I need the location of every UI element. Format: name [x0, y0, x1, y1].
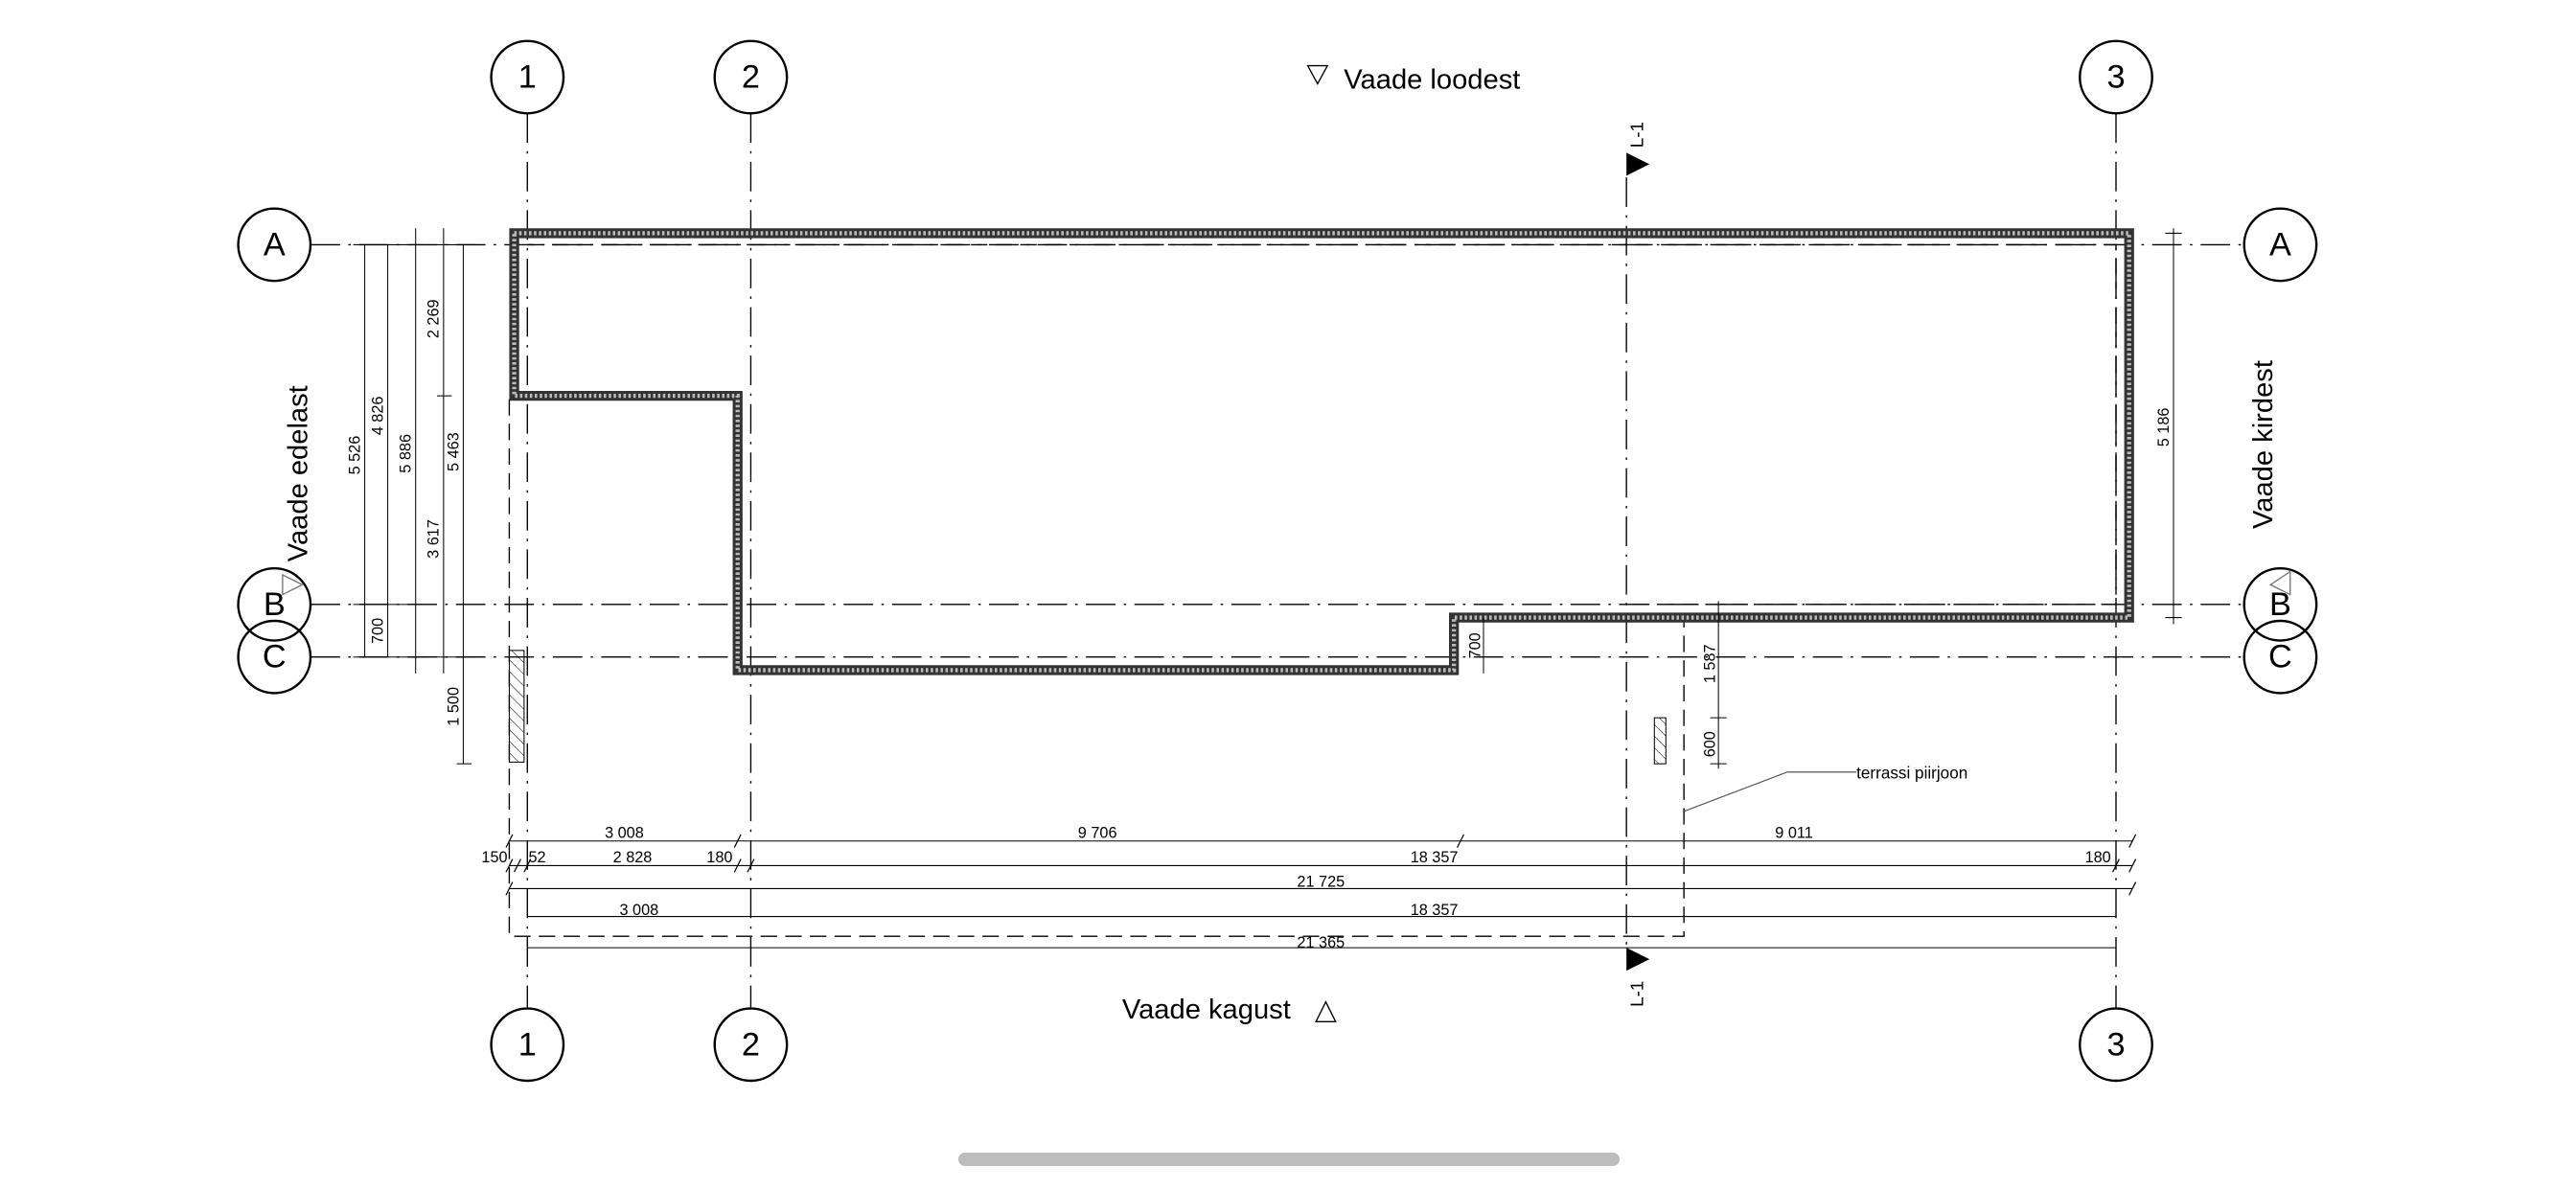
dim-label: 180	[706, 849, 732, 866]
svg-text:B: B	[264, 586, 286, 623]
grid-bubble-3-top[interactable]: 3	[2079, 39, 2153, 115]
vertical-dimensions-left: 5 526 4 826 700 5 886 2 269 3 617 5 463 …	[346, 228, 477, 765]
annotation-terrace-line: terrassi piirjoon	[1856, 764, 1967, 783]
dim-label: 3 008	[605, 824, 644, 841]
svg-text:1: 1	[518, 1026, 537, 1063]
section-arrow-top-icon	[1626, 152, 1650, 176]
grid-bubble-a-left[interactable]: A	[237, 207, 312, 283]
grid-bubble-2-bottom[interactable]: 2	[713, 1007, 789, 1083]
svg-text:1: 1	[518, 59, 537, 96]
grid-bubble-c-right[interactable]: C	[2242, 619, 2318, 695]
grid-bubble-b-right[interactable]: B	[2242, 566, 2318, 642]
dim-label: 700	[369, 618, 386, 644]
dim-label: 3 008	[619, 902, 658, 919]
grid-bubble-a-right[interactable]: A	[2242, 207, 2318, 283]
dim-label: 5 186	[2155, 408, 2173, 447]
view-triangle-icon	[1315, 1000, 1337, 1022]
view-label-bottom: Vaade kagust	[1122, 995, 1291, 1025]
svg-text:B: B	[2269, 586, 2291, 623]
horizontal-scrollbar[interactable]	[958, 1153, 1620, 1166]
dim-label: 5 526	[346, 436, 363, 475]
svg-text:A: A	[2269, 226, 2291, 263]
grid-bubble-1-top[interactable]: 1	[490, 39, 565, 115]
annotation-leader	[1683, 771, 1857, 812]
dim-label: 1 500	[445, 687, 462, 726]
dim-label: 180	[2085, 849, 2111, 866]
svg-text:2: 2	[742, 59, 760, 96]
grid-bubble-2-top[interactable]: 2	[713, 39, 789, 115]
dim-label: 18 357	[1411, 902, 1459, 919]
wall-fill	[512, 231, 2131, 673]
terrace-outline	[508, 399, 1685, 937]
dim-label: 9 706	[1078, 824, 1117, 841]
view-triangle-icon	[2268, 570, 2291, 596]
view-triangle-icon	[1306, 64, 1329, 85]
section-dimensions: 700 1 587 600	[1467, 601, 1727, 769]
view-label-top: Vaade loodest	[1344, 65, 1520, 96]
dim-label: 700	[1467, 632, 1484, 658]
svg-text:2: 2	[742, 1026, 760, 1063]
grid-lines	[310, 113, 2244, 1009]
dim-label: 21 365	[1297, 934, 1345, 951]
dim-label: 18 357	[1411, 849, 1459, 866]
grid-bubble-b-left[interactable]: B	[237, 566, 312, 642]
dim-label: 9 011	[1775, 824, 1813, 841]
view-label-left: Vaade edelast	[284, 385, 314, 561]
dim-label: 4 826	[369, 397, 386, 436]
hatched-post-right	[1653, 717, 1667, 765]
dim-label: 150	[481, 849, 507, 866]
dim-label: 2 828	[613, 849, 653, 866]
dim-label: 52	[529, 849, 546, 866]
horizontal-dimensions: 3 008 9 706 9 011 150 52 2 828 180 18 35…	[481, 824, 2137, 951]
svg-text:A: A	[264, 226, 286, 263]
grid-bubble-3-bottom[interactable]: 3	[2079, 1007, 2153, 1083]
dim-label: 2 269	[426, 299, 443, 338]
section-label-bottom: L-1	[1626, 981, 1646, 1007]
svg-text:3: 3	[2106, 59, 2125, 96]
dim-label: 5 886	[398, 434, 415, 473]
svg-text:C: C	[2268, 639, 2292, 675]
dim-label: 21 725	[1297, 874, 1345, 891]
view-label-right: Vaade kirdest	[2248, 360, 2279, 529]
wall-axis-line	[527, 243, 2117, 606]
svg-text:3: 3	[2106, 1026, 2125, 1063]
section-arrow-bottom-icon	[1626, 948, 1650, 972]
svg-text:C: C	[263, 639, 287, 675]
view-triangle-icon	[282, 573, 304, 596]
dim-label: 5 463	[445, 432, 462, 471]
dim-label: 3 617	[426, 519, 443, 559]
grid-bubble-1-bottom[interactable]: 1	[490, 1007, 565, 1083]
vertical-dimension-right: 5 186	[2155, 228, 2182, 625]
section-label-top: L-1	[1626, 122, 1646, 148]
dim-label: 600	[1702, 731, 1719, 757]
dim-label: 1 587	[1702, 644, 1719, 683]
hatched-post-left	[508, 650, 525, 763]
grid-bubble-c-left[interactable]: C	[237, 619, 312, 695]
